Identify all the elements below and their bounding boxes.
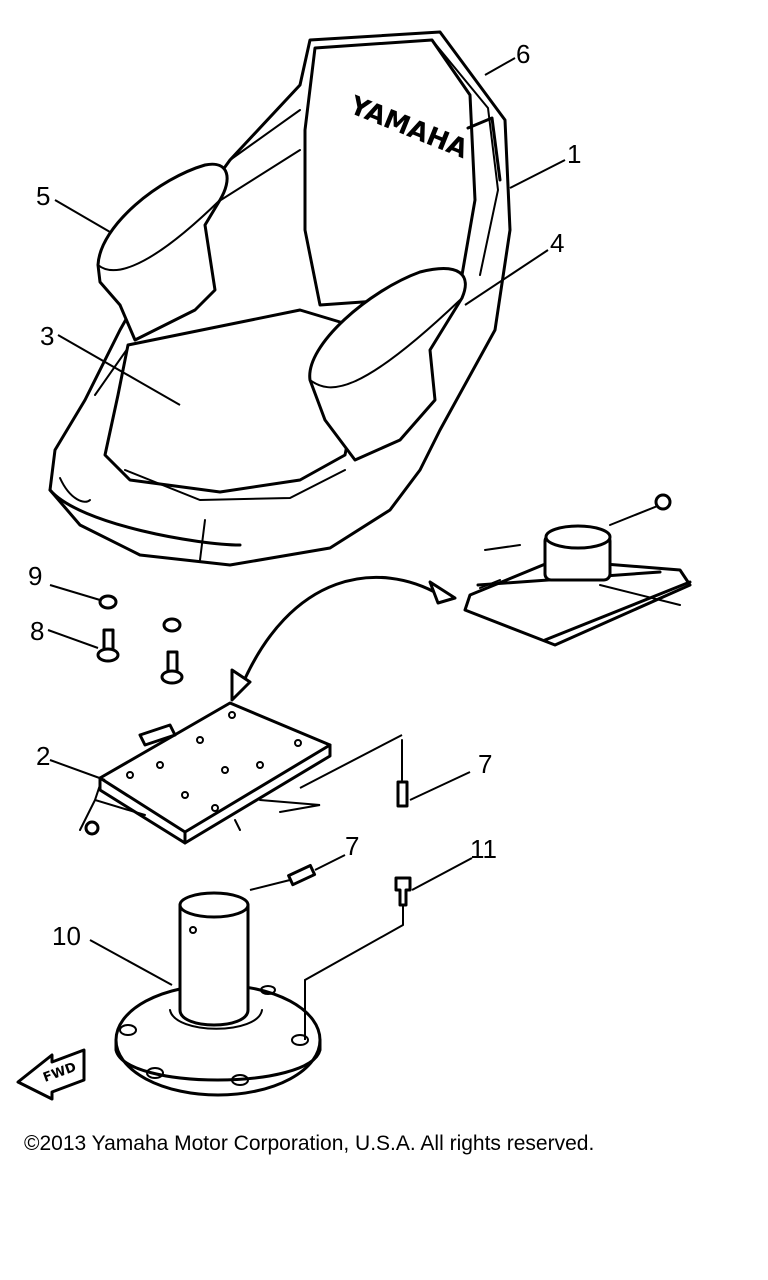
callout-8: 8 [30, 616, 44, 646]
callout-4: 4 [550, 228, 564, 258]
seat-cushion [103, 308, 362, 494]
screws [287, 739, 412, 926]
callout-3: 3 [40, 321, 54, 351]
callout-2: 2 [36, 741, 50, 771]
callout-10: 10 [52, 921, 81, 951]
screw-11 [394, 876, 412, 907]
callout-7a: 7 [478, 749, 492, 779]
seat-assembly: YAMAHA [48, 30, 512, 567]
nut-and-bolt-hardware [96, 594, 184, 685]
callout-5: 5 [36, 181, 50, 211]
nut-9-b [162, 617, 182, 633]
callout-11: 11 [470, 834, 497, 864]
left-armrest [96, 162, 229, 342]
callout-6: 6 [516, 39, 530, 69]
mount-plate [79, 701, 332, 845]
swap-arrow [230, 575, 457, 702]
copyright-notice: ©2013 Yamaha Motor Corporation, U.S.A. A… [24, 1132, 595, 1155]
screw-7-vertical [396, 780, 409, 808]
nut-9 [98, 594, 118, 610]
backrest-trim [466, 116, 502, 182]
callout-7b: 7 [345, 831, 359, 861]
callout-9: 9 [28, 561, 42, 591]
callout-numbers: 1 6 4 5 3 9 8 2 7 7 11 10 [28, 39, 581, 951]
right-armrest [308, 267, 467, 462]
screw-7-angled [287, 863, 317, 887]
forward-direction-arrow: FWD [16, 1048, 86, 1101]
bolt-8 [102, 628, 115, 652]
bolt-8-b [166, 650, 179, 674]
leader-lines [47, 57, 566, 1040]
backrest-panel [303, 38, 477, 307]
swivel-assembly [463, 493, 692, 647]
pedestal-base [114, 891, 322, 1097]
callout-1: 1 [567, 139, 581, 169]
